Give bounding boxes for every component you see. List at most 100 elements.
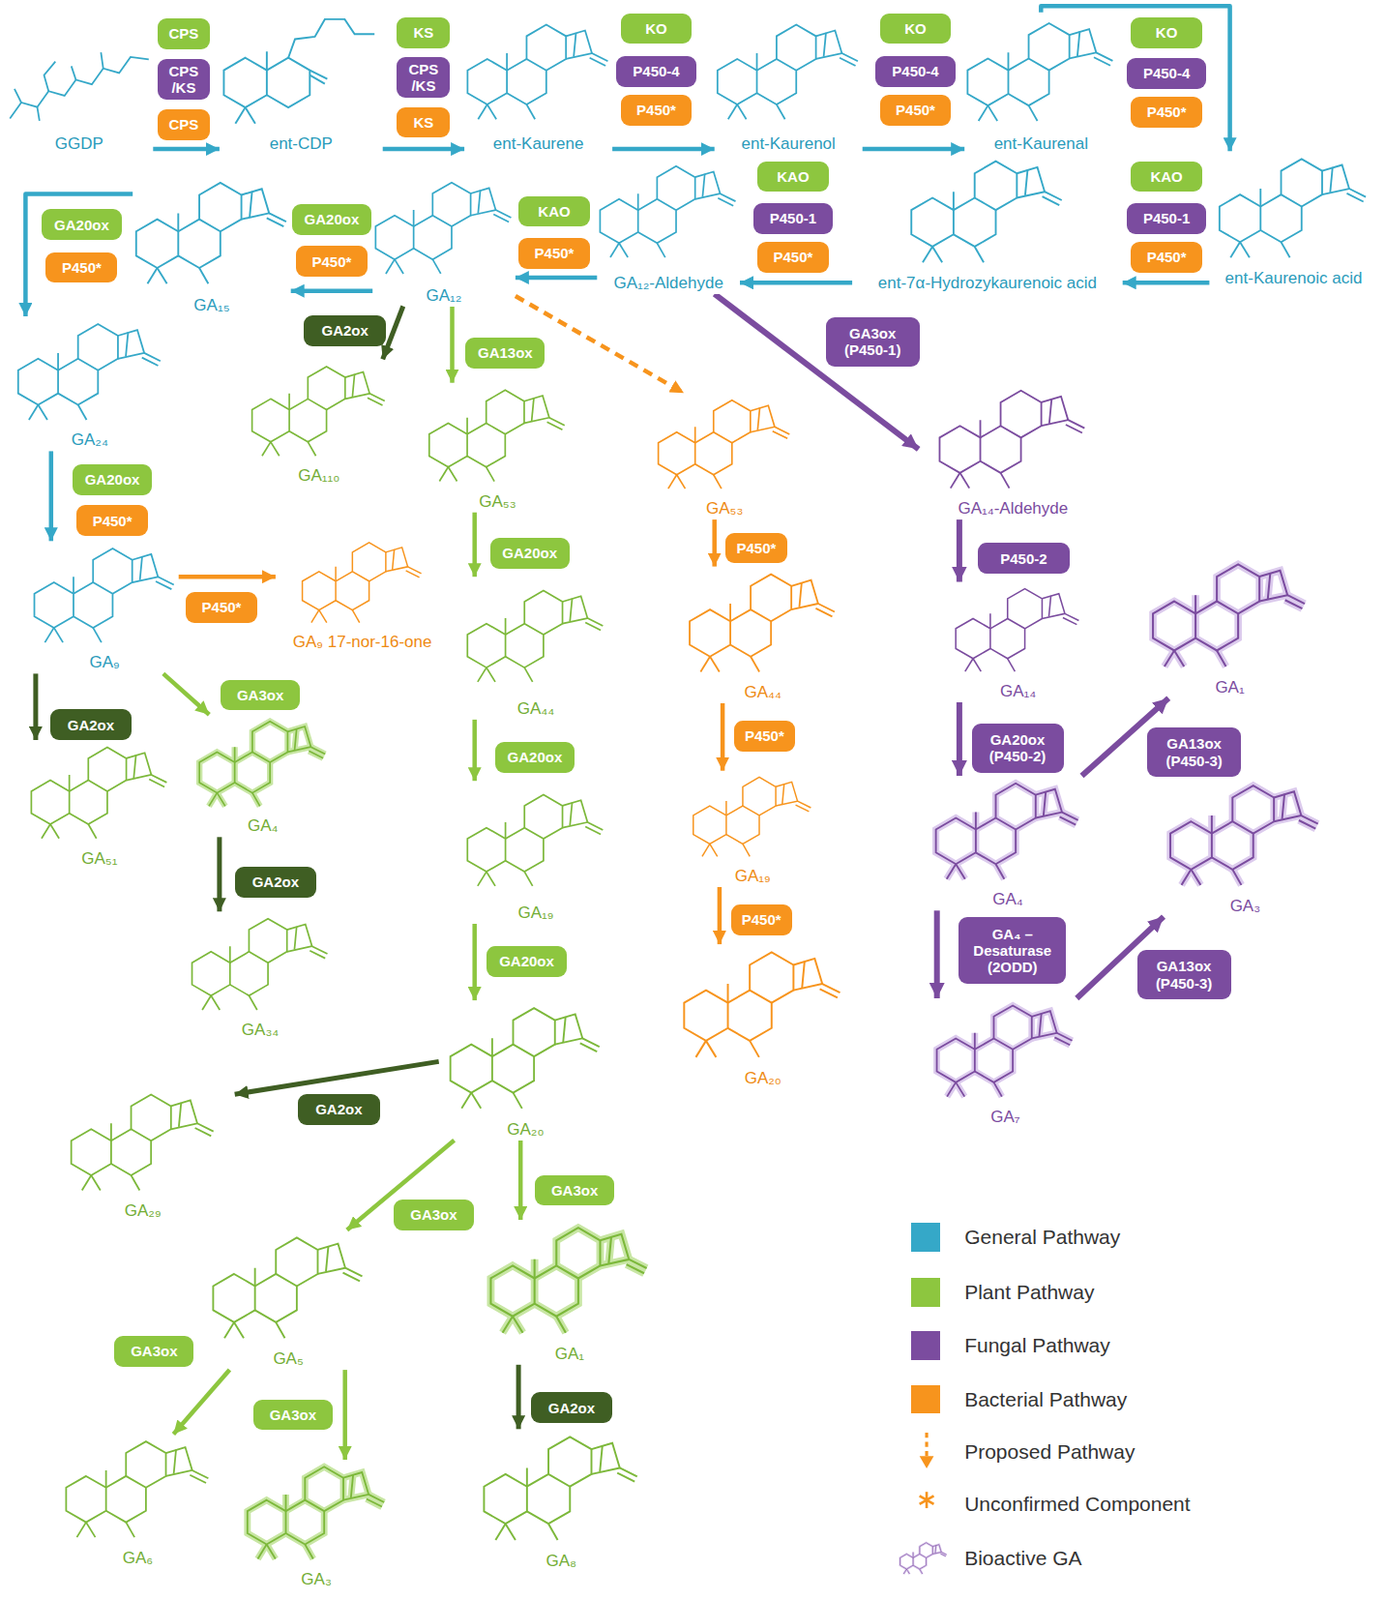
enzyme-box: P450* (1130, 241, 1203, 273)
enzyme-box: P450-1 (1126, 203, 1207, 235)
compound-name: GA₁₄ (998, 680, 1038, 703)
compound: GA₅₃ (423, 383, 572, 513)
enzyme-name: P450* (92, 512, 133, 530)
enzyme-box: KAO (757, 161, 829, 193)
legend-label: Plant Pathway (964, 1279, 1094, 1305)
pathway-arrow (471, 719, 477, 781)
pathway-arrow (216, 836, 222, 912)
compound-name: GA₁₄-Aldehyde (955, 498, 1070, 520)
compound: ent-Kaurenol (714, 12, 863, 156)
compound-name: ent-Kaurenol (738, 133, 837, 155)
legend-swatch (911, 1222, 941, 1252)
enzyme-box: GA3ox (220, 679, 300, 711)
compound-name: ent-Kaurene (491, 133, 587, 155)
enzyme-name: GA3ox (236, 686, 284, 704)
enzyme-name: GA13ox (P450-3) (1141, 957, 1228, 992)
compound: GA₅₃ (652, 392, 797, 520)
enzyme-box: KS (396, 107, 450, 139)
enzyme-box: GA20ox (292, 204, 372, 236)
enzyme-name: CPS /KS (161, 62, 207, 97)
enzyme-box: KAO (1130, 161, 1203, 193)
enzyme-box: GA3ox (114, 1335, 194, 1367)
enzyme-box: P450* (76, 504, 148, 536)
compound-name: GA₁₉ (515, 902, 556, 924)
enzyme-box: GA2ox (235, 866, 317, 898)
enzyme-box: P450-2 (977, 542, 1070, 574)
enzyme-name: P450* (744, 727, 785, 744)
legend-label: Bacterial Pathway (964, 1386, 1127, 1413)
pathway-arrow (711, 519, 717, 567)
enzyme-name: KO (904, 20, 927, 37)
enzyme-box: GA2ox (50, 708, 132, 740)
enzyme-box: P450* (734, 720, 796, 752)
enzyme-box: GA13ox (465, 337, 545, 369)
enzyme-box: KS (396, 17, 450, 49)
pathway-arrow (956, 519, 963, 582)
enzyme-name: P450* (772, 248, 813, 266)
compound: GA₃₄ (188, 911, 332, 1041)
molecule-structure (1219, 158, 1366, 258)
compound-name: GA₄ (245, 815, 281, 837)
compound: GA₅₁ (10, 739, 190, 870)
pathway-arrow (717, 886, 723, 944)
enzyme-box: GA3ox (253, 1399, 333, 1431)
compound: GA₃ (1152, 777, 1337, 917)
compound: GA₁ (477, 1219, 662, 1365)
compound: GA₉ 17-nor-16-one (275, 535, 449, 653)
pathway-arrow (291, 288, 374, 294)
molecule-structure (34, 548, 175, 643)
molecule-structure (302, 542, 422, 623)
bioactive-glow (199, 721, 325, 807)
enzyme-name: P450-2 (1000, 550, 1047, 567)
compound-name: GA₈ (544, 1550, 580, 1572)
enzyme-name: GA20ox (85, 471, 141, 488)
enzyme-name: P450-4 (632, 62, 679, 80)
enzyme-name: P450-1 (769, 209, 817, 227)
molecule-structure (223, 19, 375, 124)
compound: GA₉ (30, 540, 179, 674)
enzyme-name: P450-4 (1143, 64, 1190, 82)
compound-name: GA₂₀ (742, 1067, 784, 1090)
enzyme-box: P450* (725, 532, 787, 564)
pathway-arrow (956, 702, 963, 776)
enzyme-box: P450* (518, 237, 590, 269)
enzyme-box: GA20ox (486, 945, 566, 977)
molecule-structure (936, 783, 1079, 880)
enzyme-name: P450* (1147, 248, 1187, 266)
compound: GA₈ (469, 1428, 653, 1572)
enzyme-name: GA3ox (P450-1) (829, 324, 916, 359)
enzyme-box: P450-4 (616, 56, 696, 88)
bioactive-glow (936, 783, 1079, 880)
compound: ent-Kaurenoic acid (1209, 150, 1378, 289)
enzyme-box: GA20ox (P450-2) (972, 723, 1064, 773)
pathway-arrow (471, 512, 477, 578)
enzyme-name: GA20ox (54, 216, 110, 234)
enzyme-name: KS (412, 114, 434, 131)
pathway-arrow (516, 1364, 522, 1430)
enzyme-box: GA20ox (495, 741, 575, 773)
pathway-arrow (1122, 280, 1210, 286)
pathway-arrow (934, 910, 941, 999)
molecule-structure (599, 166, 736, 258)
compound-name: GA₅ (270, 1348, 305, 1370)
compound-name: GA₆ (120, 1547, 155, 1569)
molecule-structure (65, 1441, 208, 1537)
compound-name: ent-Kaurenal (992, 133, 1091, 155)
compound: GA₄ (908, 775, 1108, 911)
pathway-arrow (152, 147, 220, 152)
legend-label: General Pathway (964, 1224, 1121, 1250)
enzyme-name: CPS (169, 116, 200, 133)
enzyme-box: GA₄ – Desaturase (2ODD) (958, 916, 1066, 985)
enzyme-name: GA3ox (410, 1206, 457, 1223)
pathway-arrow (612, 147, 715, 152)
compound-name: GA₅₃ (704, 498, 745, 520)
enzyme-box: GA3ox (534, 1175, 615, 1207)
molecule-structure (247, 1466, 384, 1559)
legend-label: Unconfirmed Component (964, 1491, 1190, 1517)
enzyme-box: P450* (1130, 96, 1203, 128)
molecule-structure (18, 324, 161, 420)
compound: GA₁₉ (683, 770, 822, 887)
compound-name: GA₂₉ (122, 1200, 164, 1222)
